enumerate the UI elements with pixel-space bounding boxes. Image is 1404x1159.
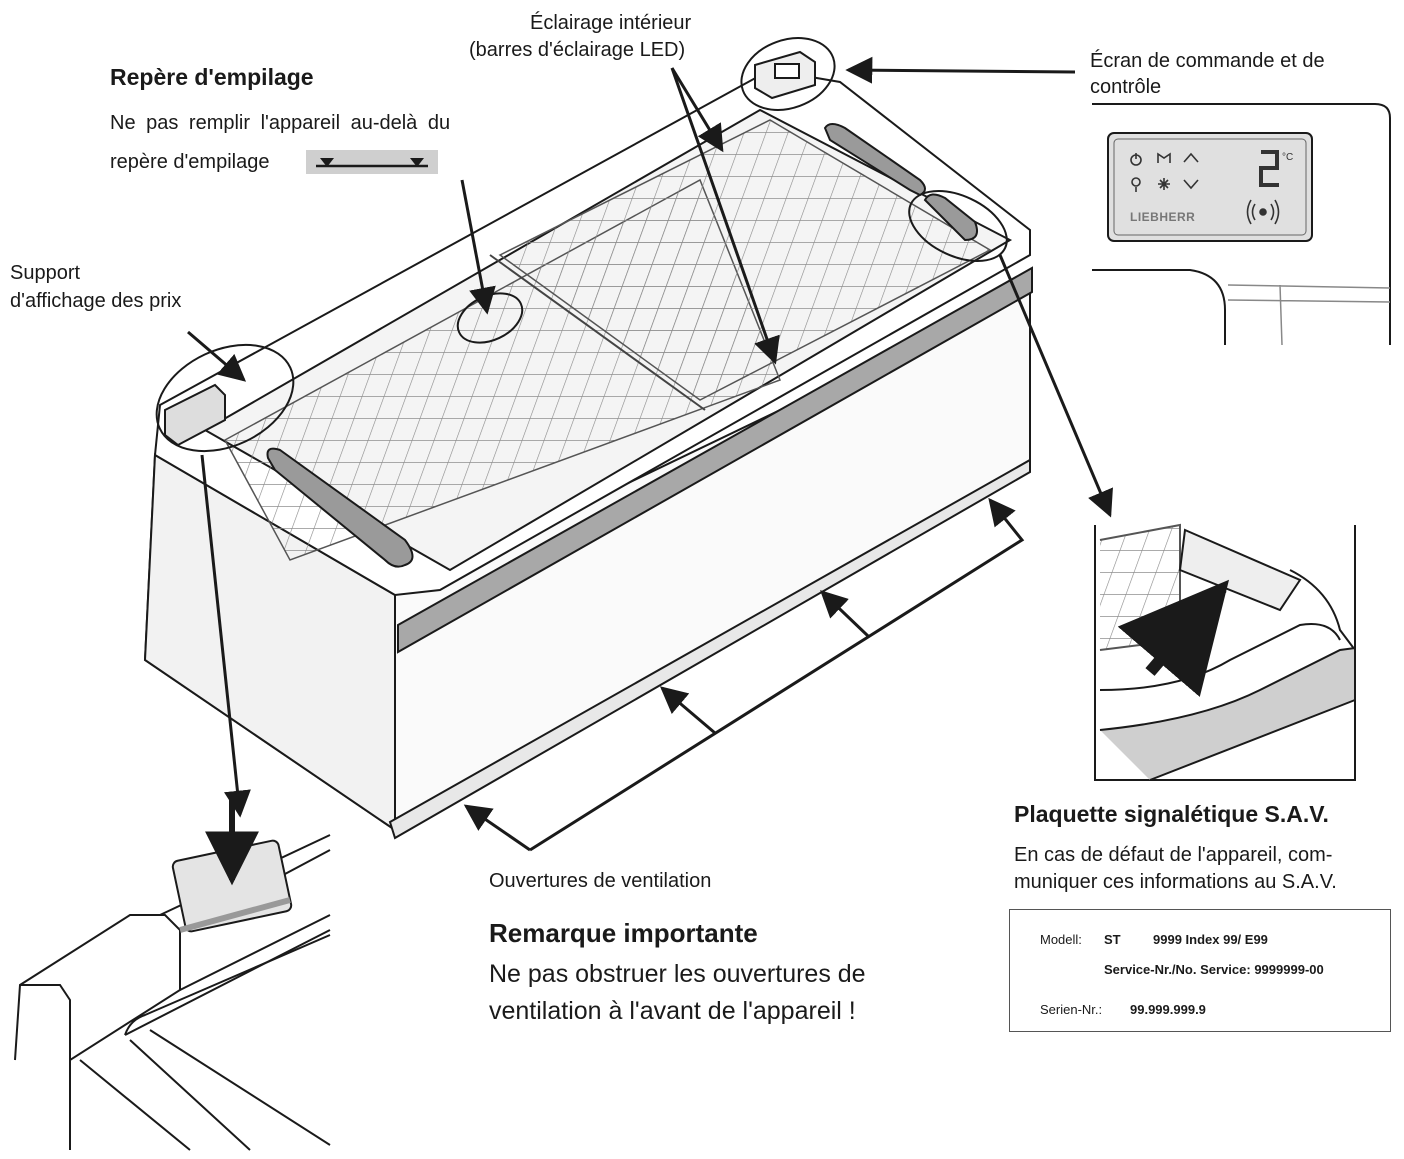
price-holder-detail <box>14 800 331 1151</box>
notice-text-2: ventilation à l'avant de l'appareil ! <box>489 997 856 1025</box>
price-holder <box>164 383 226 447</box>
price-label-1: Support <box>10 262 81 284</box>
stacking-mark-symbol <box>306 150 438 174</box>
plate-text-2: muniquer ces informations au S.A.V. <box>1014 871 1337 893</box>
control-label-2: contrôle <box>1090 76 1162 98</box>
ventilation-label: Ouvertures de ventilation <box>489 870 712 892</box>
model-detail: 9999 Index 99/ E99 <box>1153 932 1268 947</box>
rating-plate: Modell: ST 9999 Index 99/ E99 Service-Nr… <box>1009 909 1391 1032</box>
light-icon[interactable] <box>1131 177 1141 187</box>
control-panel-detail <box>1092 103 1391 346</box>
lighting-label-1: Éclairage intérieur <box>530 12 692 34</box>
plate-title: Plaquette signalétique S.A.V. <box>1014 801 1329 827</box>
control-label-1: Écran de commande et de <box>1090 50 1325 72</box>
serial-value: 99.999.999.9 <box>1130 1002 1206 1017</box>
lighting-label-2: (barres d'éclairage LED) <box>469 39 686 61</box>
stacking-text-2: repère d'empilage <box>110 151 270 173</box>
plate-text-1: En cas de défaut de l'appareil, com- <box>1014 844 1333 866</box>
rim-display <box>754 50 816 100</box>
brand-logo: LIEBHERR <box>1130 210 1195 224</box>
temperature-digits <box>1259 150 1279 187</box>
notice-title: Remarque importante <box>489 918 758 948</box>
wire-baskets <box>223 119 992 561</box>
ventilation-arrows <box>463 497 1025 852</box>
defrost-icon[interactable] <box>1158 178 1170 190</box>
down-arrow-icon[interactable] <box>1183 179 1199 190</box>
serial-label: Serien-Nr.: <box>1040 1002 1103 1017</box>
stacking-title: Repère d'empilage <box>110 64 314 90</box>
model-value: ST <box>1104 932 1121 947</box>
price-label-2: d'affichage des prix <box>10 290 182 312</box>
callout-circles <box>155 37 1008 453</box>
wireless-icon[interactable] <box>1246 199 1280 225</box>
fan-icon[interactable] <box>1157 152 1171 163</box>
pointer-arrows <box>187 56 1113 818</box>
temperature-unit: °C <box>1282 152 1293 163</box>
notice-text-1: Ne pas obstruer les ouvertures de <box>489 960 866 988</box>
model-label: Modell: <box>1040 932 1082 947</box>
service-label: Service-Nr./No. Service: <box>1104 962 1251 977</box>
lid-handles <box>266 123 978 568</box>
up-arrow-icon[interactable] <box>1183 152 1199 163</box>
rating-plate-detail <box>1094 523 1356 781</box>
stacking-text-1: Ne pas remplir l'appareil au-delà du <box>110 112 451 134</box>
service-value: 9999999-00 <box>1254 962 1324 977</box>
